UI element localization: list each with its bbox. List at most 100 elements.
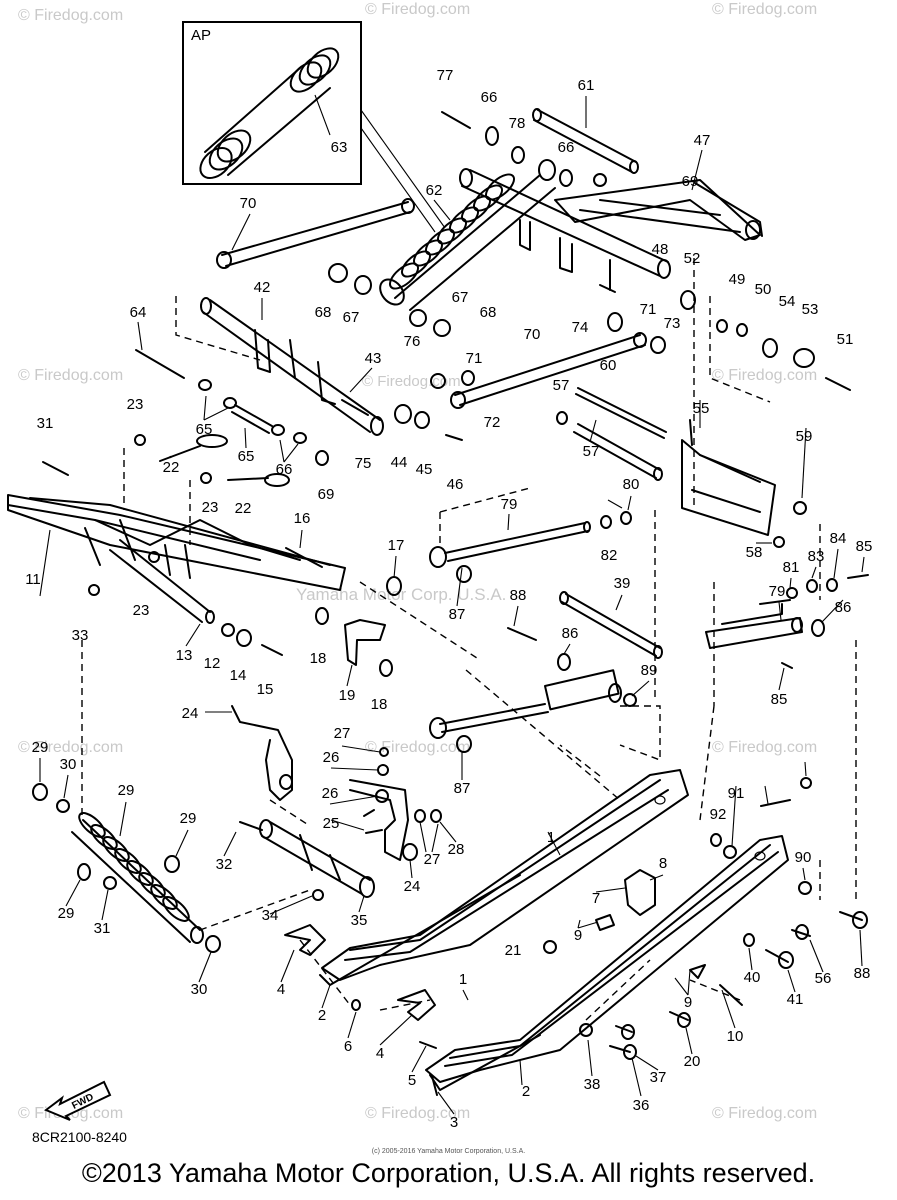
callout: 66 (276, 461, 293, 478)
callout: 72 (484, 414, 501, 431)
boot-62-inset (199, 47, 340, 179)
callout: 29 (58, 905, 75, 922)
callout: 56 (815, 970, 832, 987)
callout: 66 (481, 89, 498, 106)
callout: 85 (771, 691, 788, 708)
callout: 23 (133, 602, 150, 619)
callout: 31 (94, 920, 111, 937)
callout: 26 (322, 785, 339, 802)
callout: 7 (592, 890, 600, 907)
callout: 6 (344, 1038, 352, 1055)
callout: 18 (371, 696, 388, 713)
callout: 23 (127, 396, 144, 413)
callout: 41 (787, 991, 804, 1008)
callout: 39 (614, 575, 631, 592)
callout: 29 (118, 782, 135, 799)
shaft-41 (200, 297, 384, 436)
wear-strip-2 (319, 874, 541, 1091)
callout: 67 (452, 289, 469, 306)
leader-lines (39, 96, 865, 1115)
callout: 9 (684, 994, 692, 1011)
callout: 45 (416, 461, 433, 478)
bracket-24 (231, 705, 409, 861)
callout: 27 (424, 851, 441, 868)
callout: 59 (796, 428, 813, 445)
tiny-copyright: (c) 2005-2016 Yamaha Motor Corporation, … (371, 1148, 526, 1155)
callout: 64 (130, 304, 147, 321)
callout: 23 (202, 499, 219, 516)
callout: 14 (230, 667, 247, 684)
callout: 13 (176, 647, 193, 664)
callout: 77 (437, 67, 454, 84)
callout: 8 (659, 855, 667, 872)
watermark: © Firedog.com (362, 373, 461, 390)
callout: 2 (318, 1007, 326, 1024)
callout: 86 (562, 625, 579, 642)
callout: 55 (693, 400, 710, 417)
shock-absorber-28 (71, 812, 204, 944)
callout: 36 (633, 1097, 650, 1114)
callout: 46 (447, 476, 464, 493)
callout: 89 (641, 662, 658, 679)
callout: 68 (315, 304, 332, 321)
callout: 67 (343, 309, 360, 326)
callout: 62 (426, 182, 443, 199)
link-69-upper (216, 198, 415, 269)
callout-labels: 1 1 2 2 3 4 4 5 6 7 8 9 9 10 11 12 13 14… (25, 67, 872, 1131)
watermark: © Firedog.com (712, 739, 817, 756)
callout: 34 (262, 907, 279, 924)
callout: 50 (755, 281, 772, 298)
callout: 17 (388, 537, 405, 554)
callout: 32 (216, 856, 233, 873)
callout: 70 (240, 195, 257, 212)
rods-59-56 (573, 387, 667, 481)
callout: 10 (727, 1028, 744, 1045)
callout: 71 (466, 350, 483, 367)
callout: 9 (574, 927, 582, 944)
callout: 79 (769, 583, 786, 600)
guard-4 (284, 924, 436, 1021)
watermark: © Firedog.com (18, 7, 123, 24)
callout: 25 (323, 815, 340, 832)
callout: 79 (501, 496, 518, 513)
callout: 69 (318, 486, 335, 503)
callout: 2 (522, 1083, 530, 1100)
callout: 1 (459, 971, 467, 988)
callout: 42 (254, 279, 271, 296)
callout: 26 (323, 749, 340, 766)
callout: 12 (204, 655, 221, 672)
callout: 21 (505, 942, 522, 959)
callout: 86 (835, 599, 852, 616)
callout: 83 (808, 548, 825, 565)
copyright-footer: ©2013 Yamaha Motor Corporation, U.S.A. A… (81, 1158, 816, 1188)
watermark: © Firedog.com (712, 1105, 817, 1122)
watermark: © Firedog.com (18, 367, 123, 384)
callout: 88 (854, 965, 871, 982)
damper-86 (429, 669, 622, 739)
bracket-78 (705, 599, 803, 649)
bracket-19 (344, 619, 386, 666)
rod-38 (559, 591, 663, 659)
callout: 71 (640, 301, 657, 318)
callout: 87 (454, 780, 471, 797)
callout: 60 (600, 357, 617, 374)
hardware-small (32, 126, 868, 1060)
callout: 87 (449, 606, 466, 623)
callout: 29 (180, 810, 197, 827)
watermark: © Firedog.com (365, 739, 470, 756)
callout: 20 (684, 1053, 701, 1070)
diagram-code: 8CR2100-8240 (32, 1129, 127, 1145)
callout: 53 (802, 301, 819, 318)
front-frame-11 (7, 494, 346, 624)
callout: 29 (32, 739, 49, 756)
springs-22 (159, 434, 290, 487)
callout: 44 (391, 454, 408, 471)
callout: 61 (578, 77, 595, 94)
callout: 80 (623, 476, 640, 493)
shaft-34 (259, 819, 375, 898)
watermark: © Firedog.com (712, 1, 817, 18)
callout: 22 (235, 500, 252, 517)
callout: 75 (355, 455, 372, 472)
callout: 88 (510, 587, 527, 604)
